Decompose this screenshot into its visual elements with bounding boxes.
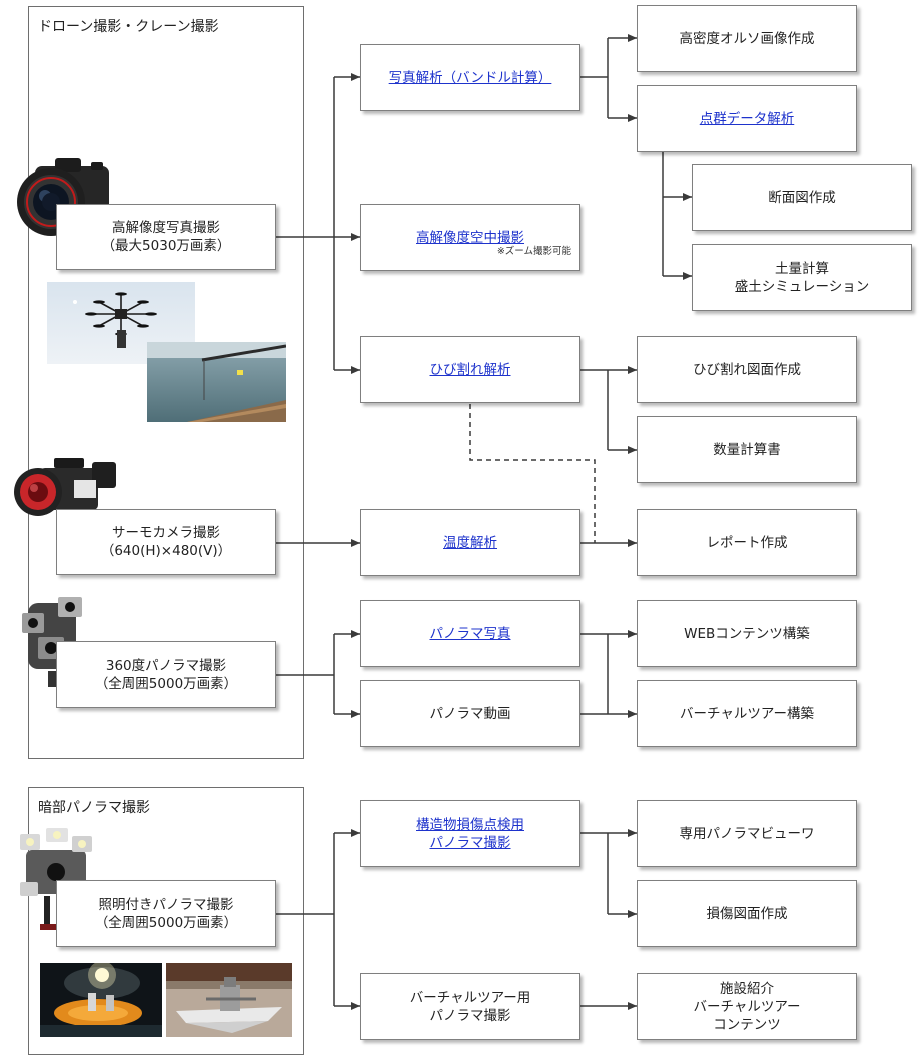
temperature-analysis-box[interactable]: 温度解析 bbox=[360, 509, 580, 576]
panorama-viewer-box: 専用パノラマビューワ bbox=[637, 800, 857, 867]
lit-panorama-source-title: 照明付きパノラマ撮影 bbox=[98, 896, 234, 913]
bundle-analysis-link[interactable]: 写真解析（バンドル計算） bbox=[388, 69, 552, 86]
thermo-camera-source-box: サーモカメラ撮影 （640(H)×480(V)） bbox=[56, 509, 276, 575]
crane-water-photo bbox=[147, 342, 286, 422]
panorama-video-box: パノラマ動画 bbox=[360, 680, 580, 747]
thermo-camera-source-title: サーモカメラ撮影 bbox=[112, 525, 220, 541]
point-cloud-analysis-link[interactable]: 点群データ解析 bbox=[699, 110, 795, 127]
structure-inspection-panorama-box[interactable]: 構造物損傷点検用 パノラマ撮影 bbox=[360, 800, 580, 867]
quantity-calc-box: 数量計算書 bbox=[637, 416, 857, 483]
panorama-viewer-label: 専用パノラマビューワ bbox=[679, 825, 815, 842]
ortho-image-label: 高密度オルソ画像作成 bbox=[679, 30, 815, 47]
facility-tour-line2: バーチャルツアー bbox=[693, 998, 801, 1015]
panorama-photo-link[interactable]: パノラマ写真 bbox=[429, 625, 511, 642]
high-res-photo-source-title: 高解像度写真撮影 bbox=[112, 220, 220, 236]
panorama-360-source-title: 360度パノラマ撮影 bbox=[105, 657, 227, 674]
panorama-360-source-box: 360度パノラマ撮影 （全周囲5000万画素） bbox=[56, 641, 276, 708]
virtual-tour-build-label: バーチャルツアー構築 bbox=[679, 705, 815, 722]
cross-section-box: 断面図作成 bbox=[692, 164, 912, 231]
earthwork-line2: 盛土シミュレーション bbox=[734, 278, 870, 295]
lit-panorama-source-detail: （全周囲5000万画素） bbox=[94, 914, 238, 931]
thermo-camera-source-detail: （640(H)×480(V)） bbox=[100, 543, 232, 559]
structure-inspection-link-line2[interactable]: パノラマ撮影 bbox=[429, 834, 511, 851]
zoom-note: ※ズーム撮影可能 bbox=[496, 246, 571, 257]
virtual-tour-shooting-box: バーチャルツアー用 パノラマ撮影 bbox=[360, 973, 580, 1040]
crack-analysis-box[interactable]: ひび割れ解析 bbox=[360, 336, 580, 403]
aerial-photo-box[interactable]: 高解像度空中撮影 ※ズーム撮影可能 bbox=[360, 204, 580, 271]
quantity-calc-label: 数量計算書 bbox=[713, 441, 781, 458]
temperature-analysis-link[interactable]: 温度解析 bbox=[443, 534, 497, 551]
panorama-video-label: パノラマ動画 bbox=[429, 705, 511, 722]
facility-tour-line1: 施設紹介 bbox=[720, 980, 774, 997]
dark-group-title: 暗部パノラマ撮影 bbox=[38, 800, 150, 816]
facility-tour-line3: コンテンツ bbox=[713, 1016, 781, 1033]
float-rig-photo bbox=[166, 963, 292, 1037]
earthwork-box: 土量計算 盛土シミュレーション bbox=[692, 244, 912, 311]
cross-section-label: 断面図作成 bbox=[768, 189, 836, 206]
report-label: レポート作成 bbox=[706, 534, 788, 551]
panorama-photo-box[interactable]: パノラマ写真 bbox=[360, 600, 580, 667]
thermal-camera-image bbox=[14, 458, 118, 524]
crack-map-box: ひび割れ図面作成 bbox=[637, 336, 857, 403]
structure-inspection-link-line1[interactable]: 構造物損傷点検用 bbox=[416, 816, 524, 833]
crack-map-label: ひび割れ図面作成 bbox=[693, 361, 801, 378]
web-content-label: WEBコンテンツ構築 bbox=[684, 625, 810, 642]
aerial-photo-link[interactable]: 高解像度空中撮影 bbox=[416, 229, 524, 246]
damage-map-box: 損傷図面作成 bbox=[637, 880, 857, 947]
facility-tour-content-box: 施設紹介 バーチャルツアー コンテンツ bbox=[637, 973, 857, 1040]
high-res-photo-source-box: 高解像度写真撮影 （最大5030万画素） bbox=[56, 204, 276, 270]
lit-panorama-source-box: 照明付きパノラマ撮影 （全周囲5000万画素） bbox=[56, 880, 276, 947]
ortho-image-box: 高密度オルソ画像作成 bbox=[637, 5, 857, 72]
high-res-photo-source-detail: （最大5030万画素） bbox=[101, 238, 231, 254]
dark-inspection-photo bbox=[40, 963, 162, 1037]
virtual-tour-shooting-line2: パノラマ撮影 bbox=[429, 1007, 511, 1024]
bundle-analysis-box[interactable]: 写真解析（バンドル計算） bbox=[360, 44, 580, 111]
damage-map-label: 損傷図面作成 bbox=[706, 905, 788, 922]
panorama-360-source-detail: （全周囲5000万画素） bbox=[94, 675, 238, 692]
earthwork-line1: 土量計算 bbox=[775, 260, 829, 277]
crack-analysis-link[interactable]: ひび割れ解析 bbox=[429, 361, 511, 378]
drone-group-title: ドローン撮影・クレーン撮影 bbox=[38, 19, 219, 35]
point-cloud-analysis-box[interactable]: 点群データ解析 bbox=[637, 85, 857, 152]
virtual-tour-shooting-line1: バーチャルツアー用 bbox=[409, 989, 531, 1006]
dslr-camera-image bbox=[15, 154, 113, 240]
virtual-tour-build-box: バーチャルツアー構築 bbox=[637, 680, 857, 747]
report-box: レポート作成 bbox=[637, 509, 857, 576]
web-content-box: WEBコンテンツ構築 bbox=[637, 600, 857, 667]
